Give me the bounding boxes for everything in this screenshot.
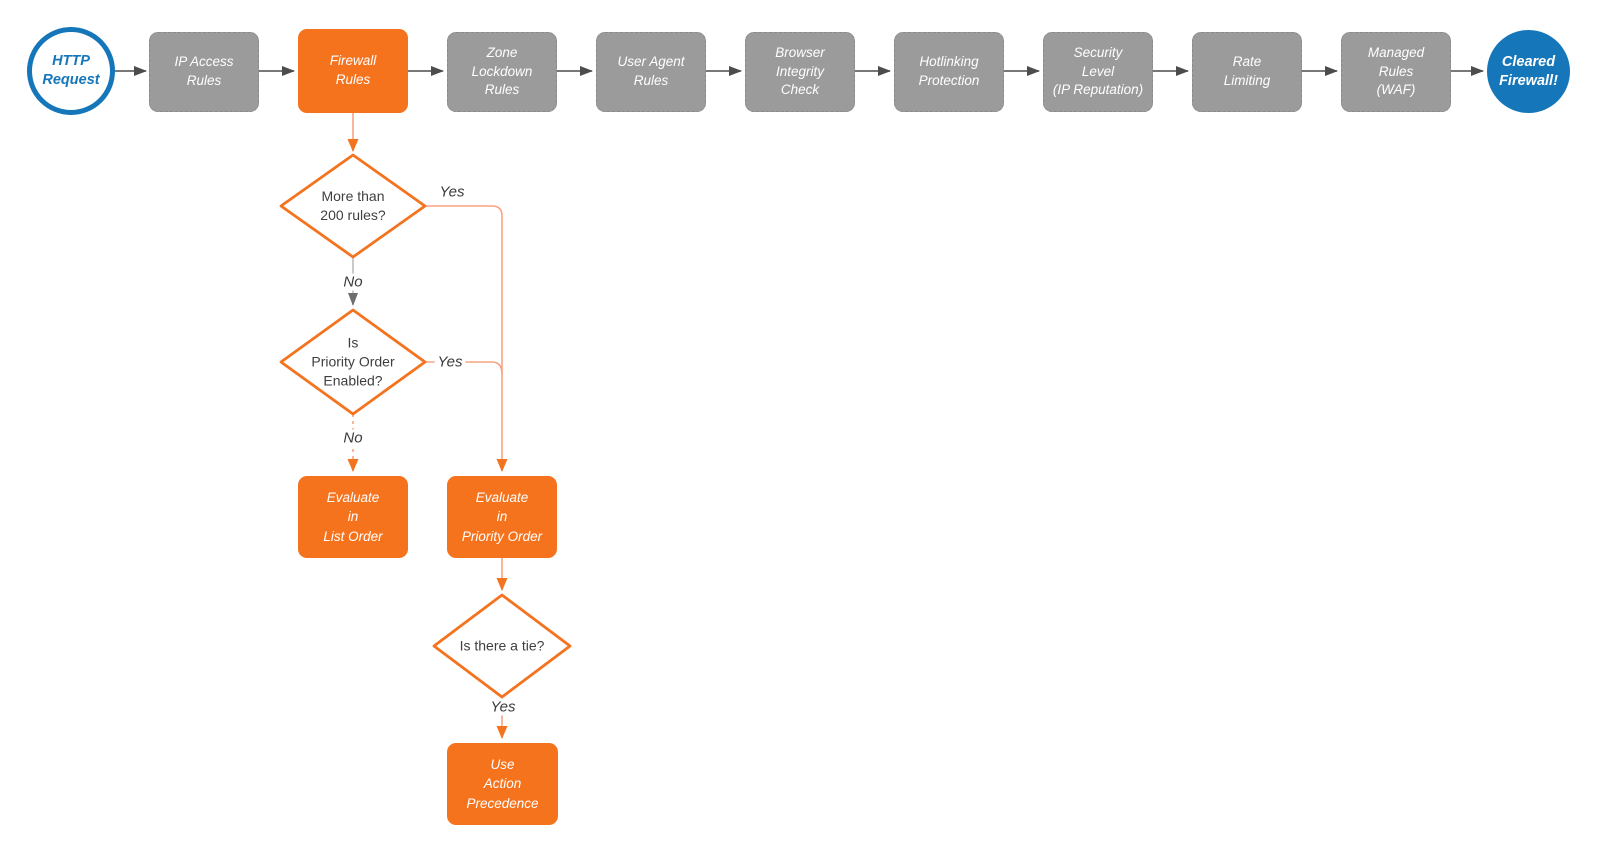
decision-priority-order-enabled [279, 308, 427, 416]
action-evaluate-in-priority-order: Evaluate in Priority Order [447, 476, 557, 558]
decision-label-priority-order-enabled: Is Priority Order Enabled? [311, 334, 395, 389]
decision-label-more-than-200-rules: More than 200 rules? [320, 188, 386, 223]
step-rate-limiting: Rate Limiting [1192, 32, 1302, 112]
step-ip-access-rules: IP Access Rules [149, 32, 259, 112]
step-user-agent-rules: User Agent Rules [596, 32, 706, 112]
decision-diamonds [279, 153, 572, 699]
edge-label-yes-priority-enabled: Yes [434, 353, 466, 371]
step-zone-lockdown-rules: Zone Lockdown Rules [447, 32, 557, 112]
action-evaluate-in-list-order: Evaluate in List Order [298, 476, 408, 558]
step-firewall-rules: Firewall Rules [298, 29, 408, 113]
decision-label-is-there-a-tie: Is there a tie? [459, 637, 545, 654]
edge-label-yes-tie: Yes [487, 698, 519, 716]
step-browser-integrity-check: Browser Integrity Check [745, 32, 855, 112]
end-node-cleared-firewall: Cleared Firewall! [1487, 30, 1570, 113]
step-security-level-ip-reputation: Security Level (IP Reputation) [1043, 32, 1153, 112]
edge-yes-priority-enabled-join [425, 361, 503, 375]
step-hotlinking-protection: Hotlinking Protection [894, 32, 1004, 112]
action-use-action-precedence: Use Action Precedence [447, 743, 558, 825]
edge-label-no-priority-enabled: No [340, 429, 366, 447]
decision-more-than-200-rules [279, 153, 427, 259]
decision-is-there-a-tie [432, 593, 572, 699]
edge-label-no-200-rules: No [340, 273, 366, 291]
edge-yes-200-rules-to-priority-order [425, 205, 508, 472]
step-managed-rules-waf: Managed Rules (WAF) [1341, 32, 1451, 112]
edge-label-yes-200-rules: Yes [439, 183, 465, 201]
start-node-http-request: HTTP Request [27, 27, 115, 115]
